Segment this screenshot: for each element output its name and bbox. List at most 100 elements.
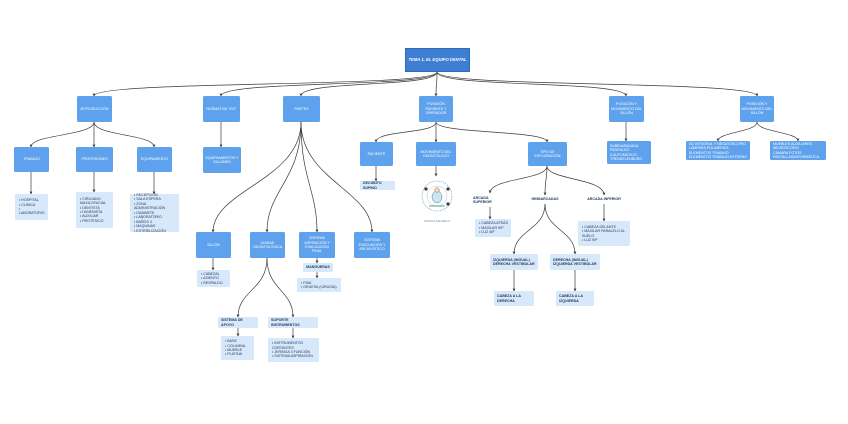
cabeza-derecha-label: CABEZA A LA DERECHA: [497, 294, 521, 303]
node-sistema-aspiracion[interactable]: SISTEMA ASPIRACIÓN Y EVACUACIÓN FINAL: [299, 232, 335, 258]
apoyo-list: BASECOLUMNAMUEBLEPLATINA: [221, 336, 254, 360]
list-item: INSTRUMENTOS CORTANTES: [272, 341, 316, 350]
list-item: LUZ 90º: [582, 238, 627, 242]
list-item: HOSPITAL: [19, 198, 45, 202]
list-item: SALA ESPERA: [134, 197, 176, 201]
list-item: CABEZA DELANTE: [582, 225, 627, 229]
list-item: GRUESA (CIRUGÍA): [301, 285, 336, 289]
izquierda-derecha-label: IZQUIERDA (INGUAL) DERECHA VESTIBULAR: [493, 257, 535, 266]
list-item: CLÍNICA: [19, 203, 45, 207]
list-item: DENTISTA: [80, 206, 110, 210]
edge: [546, 165, 606, 196]
list-item: MAXILAR 90º: [479, 226, 508, 230]
equipamiento-list: RECEPCIÓNSALA ESPERAZONA ADMINISTRACIÓNG…: [130, 193, 179, 233]
node-soporte-instrumentos[interactable]: SOPORTE INSTRUMENTOS: [268, 317, 318, 328]
mangueras-list: FINAGRUESA (CIRUGÍA): [297, 278, 341, 292]
list-item: ASIENTO: [201, 276, 223, 280]
list-item: RECEPCIÓN: [134, 193, 176, 197]
list-item: MUEBLE: [225, 348, 245, 352]
node-trabajo[interactable]: TRABAJO: [14, 147, 49, 172]
node-sistema-evacuacion[interactable]: SISTEMA EVACUACIÓN Y ARCHIVÍSTICO: [354, 232, 390, 258]
list-item: ZONA ADMINISTRACIÓN: [134, 202, 176, 211]
node-derecha-izquierda[interactable]: DERECHA (INGUAL) IZQUIERDA VESTIBULAR: [550, 254, 600, 270]
edge: [512, 203, 546, 255]
trabajo-list: HOSPITALCLÍNICALABORATORIO: [15, 194, 48, 220]
edge: [300, 121, 374, 233]
list-item: PANTALLAS/INFORMÁTICA: [773, 154, 819, 159]
cabeza-izquierda-node: CABEZA A LA IZQUIERDA: [556, 291, 594, 306]
edge: [543, 165, 548, 196]
node-posicion-paciente[interactable]: POSICIÓN PACIENTE Y OPERADOR: [419, 96, 453, 122]
list-item: RESPALDO: [610, 148, 630, 153]
node-arcada-inferior[interactable]: ARCADA INFERIOR: [587, 197, 621, 202]
list-item: JERINGA 3 FUNCIÓN: [272, 350, 316, 354]
list-item: PLATINA: [225, 352, 245, 356]
list-item: ESTERILIZACIÓN: [134, 229, 176, 233]
node-posicion-sillon[interactable]: POSICIÓN Y MOVIMIENTO DEL SILLÓN: [609, 96, 644, 122]
node-arcada-superior[interactable]: ARCADA SUPERIOR: [473, 195, 492, 204]
node-posicion-sillon-2[interactable]: POSICIÓN Y MOVIMIENTO DEL SILLÓN: [740, 96, 774, 122]
node-introduccion[interactable]: INTRODUCCIÓN: [77, 96, 112, 122]
list-item: LUZ 45º: [479, 230, 508, 234]
edge: [300, 121, 319, 233]
list-item: GABINETE: [134, 211, 176, 215]
mangueras-title: MANGUERAS: [303, 263, 333, 272]
list-item: SISTEMA ASPIRACIÓN: [272, 354, 316, 358]
edge: [236, 257, 268, 318]
arcada-inferior-list: CABEZA DELANTEMAXILAR PARALELO AL SUELOL…: [578, 221, 630, 246]
arcada-superior-list: CABEZA ATRÁSMAXILAR 90ºLUZ 45º: [475, 219, 511, 237]
edge: [266, 257, 295, 318]
node-equipamiento[interactable]: EQUIPAMIENTO: [137, 147, 172, 172]
node-paciente[interactable]: PACIENTE: [360, 142, 393, 166]
node-partes[interactable]: PARTES: [283, 96, 320, 122]
root-edge: [92, 71, 438, 97]
root-edge: [434, 71, 438, 97]
list-item: MAXILAR PARALELO AL SUELO: [582, 229, 627, 238]
list-item: PROTÉSICO: [80, 219, 110, 223]
root-edge: [436, 71, 759, 97]
edge: [716, 121, 758, 142]
edge: [93, 121, 156, 148]
edge: [211, 121, 302, 233]
decubito-node: DECÚBITO SUPINO: [360, 181, 395, 190]
edge: [29, 121, 95, 148]
node-profesiones[interactable]: PROFESIONES: [76, 147, 113, 172]
root-node[interactable]: TEMA 1. EL EQUIPO DENTAL: [405, 48, 470, 72]
list-item: RESPALDO: [201, 281, 222, 285]
root-edge: [299, 71, 438, 97]
cabeza-derecha-node: CABEZA A LA DERECHA: [494, 291, 534, 306]
node-unidad-odontologica[interactable]: UNIDAD ODONTOLÓGICA: [250, 232, 285, 258]
list-item: ED INTEGRAL Y NEGATOSCOPIO: [689, 141, 746, 146]
node-sistema-apoyo[interactable]: SISTEMA DE APOYO: [218, 317, 258, 328]
sistema-apoyo-label: SISTEMA DE APOYO: [221, 318, 243, 327]
list-item: MICROSCOPIO: [773, 146, 799, 151]
list-item: AUXILIAR: [80, 214, 110, 218]
list-item: ELEMENTOS TRABAJO EXTERNO: [689, 154, 747, 159]
edge: [544, 203, 577, 255]
list-item: MUEBLES AUXILIARES: [773, 141, 813, 146]
mangueras-label: MANGUERAS: [306, 265, 330, 270]
list-item: LABORATORIO: [19, 207, 45, 216]
list-item: LÁMPARA POLIMERIZA: [689, 146, 729, 151]
node-normativa[interactable]: NORMATIVA "ISO": [203, 96, 240, 122]
list-item: CIRUJANO MAXILOFACIAL: [80, 197, 110, 206]
node-sillon[interactable]: SILLÓN: [196, 232, 231, 258]
edge: [435, 121, 549, 143]
edge: [488, 165, 548, 194]
node-hemiarcadas[interactable]: HEMIARCADAS: [531, 197, 559, 202]
cabeza-izquierda-label: CABEZA A LA IZQUIERDA: [559, 294, 583, 303]
node-equipamientos-sillones[interactable]: EQUIPAMIENTOS Y SILLONES: [203, 147, 241, 173]
node-tipo-exploracion[interactable]: TIPO DE EXPLORACIÓN: [528, 142, 567, 166]
edge: [374, 121, 437, 143]
node-movimiento-odontologo[interactable]: MOVIMIENTO DEL ODONTÓLOGO: [416, 142, 456, 166]
node-izquierda-derecha[interactable]: IZQUIERDA (INGUAL) DERECHA VESTIBULAR: [490, 254, 538, 270]
list-item: FINA: [301, 281, 337, 285]
decubito-label: DECÚBITO SUPINO: [363, 181, 382, 190]
edge: [756, 121, 800, 142]
list-item: CABEZA ATRÁS: [479, 221, 508, 225]
sillon-list: CABEZALASIENTORESPALDO: [197, 270, 230, 287]
